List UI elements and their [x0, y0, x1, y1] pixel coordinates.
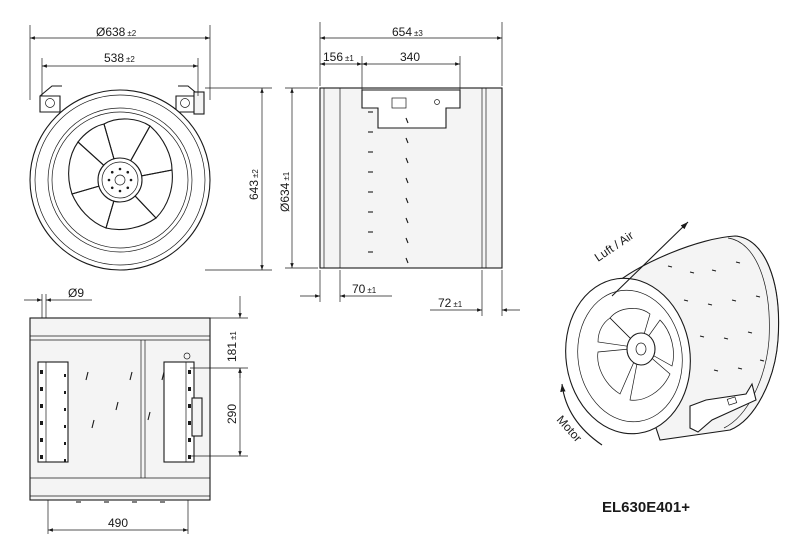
side-bracket: [361, 89, 461, 129]
hub-bolt: [118, 189, 122, 193]
front-terminal-box: [193, 91, 205, 115]
bottom-tick: [85, 371, 89, 381]
motor-rotation-arrow: [560, 383, 603, 446]
dim-side-bracket: 340: [400, 50, 420, 64]
side-view: [319, 87, 503, 269]
dim-front-mount-width: 538±2: [104, 51, 135, 65]
rail-hole: [40, 370, 43, 374]
dim-front-height: 643±2: [247, 169, 261, 200]
dim-side-inlet: 70±1: [352, 282, 377, 296]
front-left-foot: [39, 95, 61, 113]
dim-bottom-spacing: 290: [225, 404, 239, 424]
iso-tick: [713, 369, 719, 372]
iso-tick: [735, 261, 741, 264]
side-rivet: [405, 117, 409, 124]
hub-bolt: [110, 186, 114, 190]
rail-hole: [188, 370, 191, 374]
side-rivet: [405, 217, 409, 224]
hub-bolt: [126, 186, 130, 190]
bottom-tick: [115, 401, 119, 411]
hub-bolt: [126, 170, 130, 174]
rail-hole: [40, 438, 43, 442]
airflow-label: Luft / Air: [592, 228, 636, 264]
iso-tick: [699, 335, 705, 338]
side-rivet: [405, 257, 409, 264]
dim-bottom-height: 181±1: [225, 331, 239, 362]
iso-tick: [723, 337, 729, 340]
iso-tick: [707, 303, 713, 306]
isometric-view: Luft / Air Motor: [554, 221, 780, 446]
bottom-view: [29, 317, 211, 503]
hub-bolt: [129, 178, 133, 182]
dim-side-offset: 156±1: [323, 50, 354, 64]
model-number: EL630E401+: [602, 499, 690, 516]
rail-hole: [64, 459, 66, 462]
impeller: [68, 118, 173, 231]
rail-hole: [188, 438, 191, 442]
hub-bolt: [107, 178, 111, 182]
front-view: [29, 85, 211, 271]
bottom-tick: [129, 371, 133, 381]
rail-hole: [40, 421, 43, 425]
bottom-tick: [91, 419, 95, 429]
rail-hole: [64, 408, 66, 411]
dim-side-length: 654±3: [392, 25, 423, 39]
iso-tick: [683, 299, 689, 302]
rail-hole: [40, 455, 43, 459]
bottom-tick: [147, 411, 151, 421]
hub-bolt: [110, 170, 114, 174]
rail-hole: [64, 425, 66, 428]
bottom-left-rail: [37, 361, 69, 463]
bottom-terminal-box: [191, 397, 203, 437]
iso-hub: [626, 332, 656, 366]
iso-tick: [731, 299, 737, 302]
motor-hub: [97, 157, 143, 203]
iso-tick: [759, 359, 765, 362]
dim-bottom-width: 490: [108, 516, 128, 530]
iso-tick: [689, 271, 695, 274]
bottom-right-rail: [163, 361, 195, 463]
iso-tick: [667, 265, 673, 268]
rail-hole: [64, 442, 66, 445]
rail-hole: [40, 404, 43, 408]
iso-tick: [711, 269, 717, 272]
iso-bracket: [689, 382, 757, 433]
rail-hole: [64, 374, 66, 377]
rail-hole: [188, 421, 191, 425]
rail-hole: [188, 387, 191, 391]
iso-tick: [755, 295, 761, 298]
airflow-arrow: [611, 221, 689, 297]
iso-tick: [747, 331, 753, 334]
bottom-tick: [161, 371, 165, 381]
side-dimensions: 654±3 156±1 340 Ø634±1 70±1 72±1: [278, 22, 520, 316]
rail-hole: [64, 391, 66, 394]
side-rivet: [405, 177, 409, 184]
iso-tick: [737, 367, 743, 370]
front-dimensions: Ø638±2 538±2 643±2: [29, 25, 272, 271]
dim-hole-diameter: Ø9: [68, 286, 84, 300]
hub-bolt: [118, 167, 122, 171]
front-inlet-ring: [47, 107, 193, 253]
dim-front-diameter: Ø638±2: [96, 25, 137, 39]
iso-impeller: [597, 308, 674, 401]
motor-label: Motor: [554, 413, 585, 445]
side-rivet: [405, 197, 409, 204]
rail-hole: [40, 387, 43, 391]
side-rivet: [405, 237, 409, 244]
rail-hole: [188, 404, 191, 408]
side-rivet: [405, 157, 409, 164]
dim-side-outlet: 72±1: [438, 296, 463, 310]
rail-hole: [188, 455, 191, 459]
side-rivet: [405, 137, 409, 144]
dim-side-diameter: Ø634±1: [278, 171, 292, 212]
bottom-dimensions: Ø9 181±1 290 490: [24, 286, 248, 534]
